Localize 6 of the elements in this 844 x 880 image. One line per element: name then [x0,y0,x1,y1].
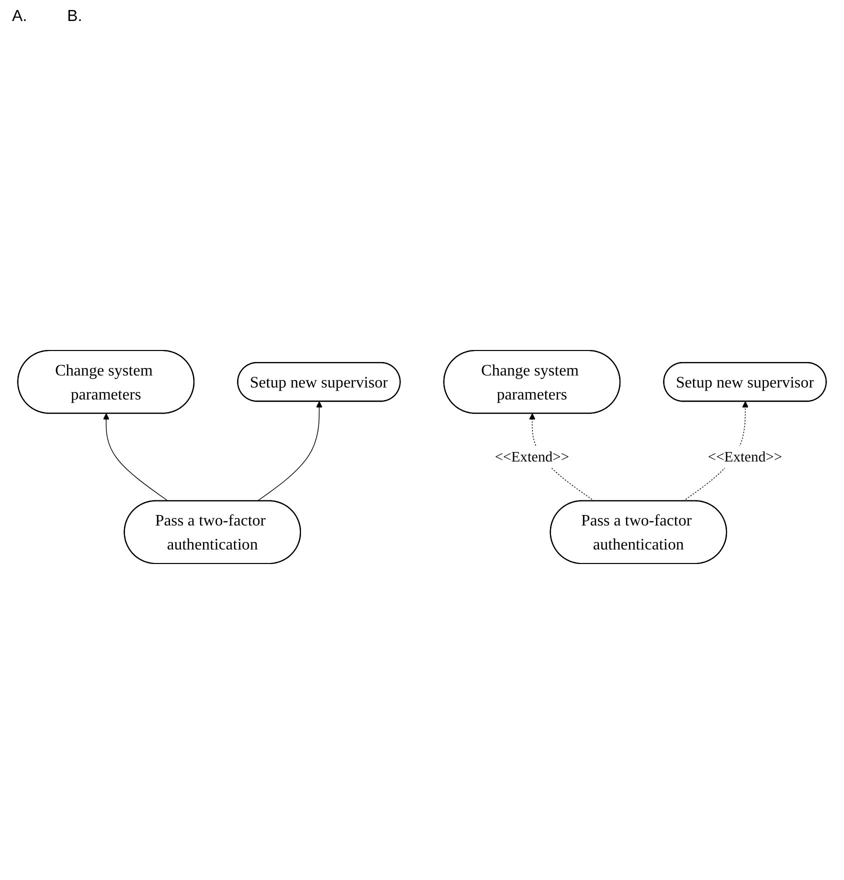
panel-label: B. [67,8,82,26]
edge-label: <<Extend>> [494,448,570,466]
arrow [103,413,169,502]
arrow [256,401,322,502]
edge-label: <<Extend>> [708,448,782,466]
panel-label: A. [12,8,28,26]
